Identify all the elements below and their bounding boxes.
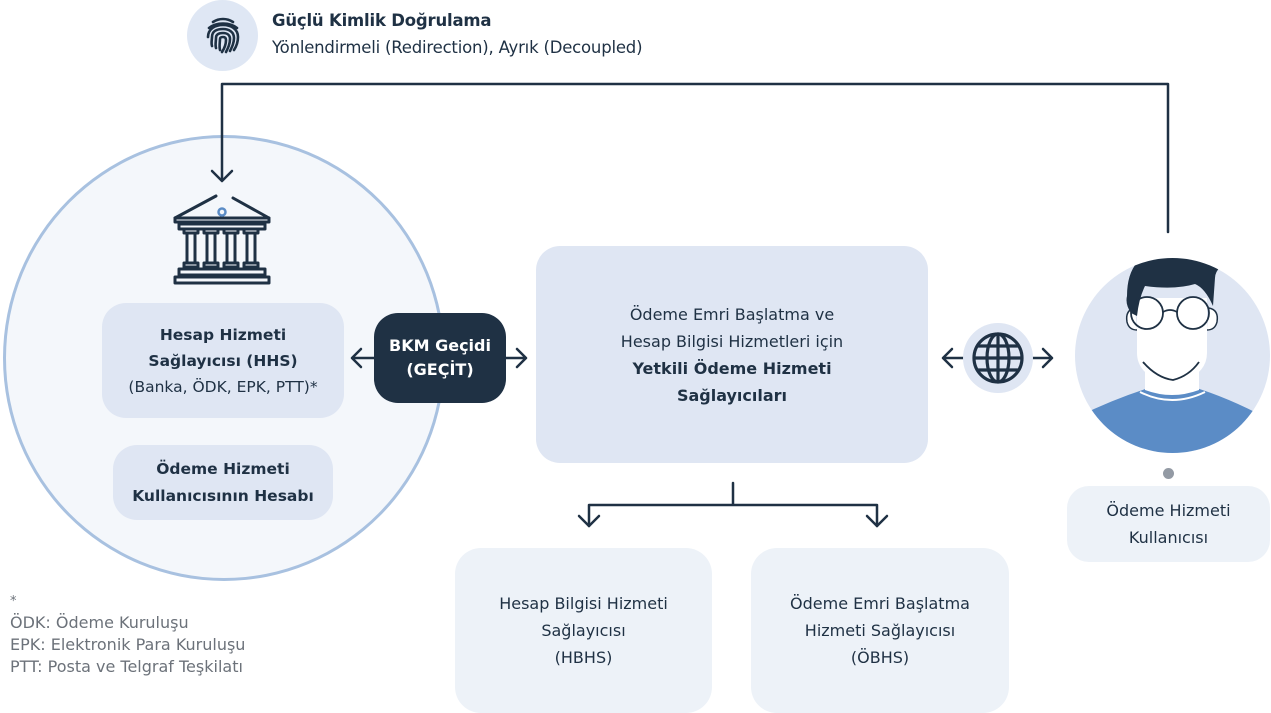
fingerprint-badge (187, 0, 258, 71)
account-line-1: Ödeme Hizmeti (156, 459, 290, 478)
bank-icon (173, 194, 271, 285)
authorized-providers-box: Ödeme Emri Başlatma ve Hesap Bilgisi Hiz… (536, 246, 928, 463)
obhs-line-2: Hizmeti Sağlayıcısı (804, 621, 956, 640)
center-line-1: Ödeme Emri Başlatma ve (629, 304, 835, 324)
hhs-line-2: Sağlayıcısı (HHS) (148, 351, 298, 370)
internet-badge (963, 323, 1033, 393)
hbhs-box: Hesap Bilgisi Hizmeti Sağlayıcısı (HBHS) (455, 548, 712, 713)
user-avatar-icon (1075, 258, 1270, 453)
footnote-line-odk: ÖDK: Ödeme Kuruluşu (10, 613, 189, 632)
user-line-1: Ödeme Hizmeti (1106, 501, 1231, 520)
footnote-marker: * (10, 594, 17, 609)
footnote-line-ptt: PTT: Posta ve Telgraf Teşkilatı (10, 657, 243, 676)
hbhs-line-1: Hesap Bilgisi Hizmeti (499, 594, 668, 613)
hhs-line-1: Hesap Hizmeti (159, 325, 287, 344)
gateway-line-1: BKM Geçidi (389, 336, 491, 355)
gateway-line-2: (GEÇİT) (406, 360, 474, 379)
user-account-box: Ödeme Hizmeti Kullanıcısının Hesabı (113, 445, 333, 520)
footnote: * ÖDK: Ödeme Kuruluşu EPK: Elektronik Pa… (10, 592, 245, 678)
bkm-gateway-box: BKM Geçidi (GEÇİT) (374, 313, 506, 403)
user-connector-dot (1163, 468, 1174, 479)
globe-to-center-arrow (941, 347, 965, 369)
hbhs-line-2: Sağlayıcısı (541, 621, 626, 640)
globe-to-user-arrow (1031, 347, 1054, 369)
center-line-4: Sağlayıcıları (676, 385, 788, 405)
branch-arrowhead-left (577, 514, 601, 528)
obhs-line-3: (ÖBHS) (850, 648, 910, 667)
footnote-line-epk: EPK: Elektronik Para Kuruluşu (10, 635, 246, 654)
strong-auth-title: Güçlü Kimlik Doğrulama (272, 11, 492, 30)
center-line-2: Hesap Bilgisi Hizmetleri için (620, 331, 844, 351)
gateway-to-center-arrow (504, 347, 528, 369)
obhs-box: Ödeme Emri Başlatma Hizmeti Sağlayıcısı … (751, 548, 1009, 713)
hbhs-line-3: (HBHS) (554, 648, 613, 667)
payment-service-user-box: Ödeme Hizmeti Kullanıcısı (1067, 486, 1270, 562)
center-line-3: Yetkili Ödeme Hizmeti (632, 358, 832, 378)
user-line-2: Kullanıcısı (1128, 528, 1209, 547)
strong-auth-subtitle: Yönlendirmeli (Redirection), Ayrık (Deco… (272, 38, 643, 57)
globe-icon (972, 332, 1024, 384)
obhs-line-1: Ödeme Emri Başlatma (790, 594, 970, 613)
user-avatar (1075, 258, 1270, 453)
hhs-box: Hesap Hizmeti Sağlayıcısı (HHS) (Banka, … (102, 303, 344, 418)
center-branch-line (587, 481, 879, 528)
account-line-2: Kullanıcısının Hesabı (132, 486, 314, 505)
fingerprint-icon (206, 17, 239, 53)
branch-arrowhead-right (865, 514, 889, 528)
hhs-line-3: (Banka, ÖDK, EPK, PTT)* (128, 377, 318, 396)
